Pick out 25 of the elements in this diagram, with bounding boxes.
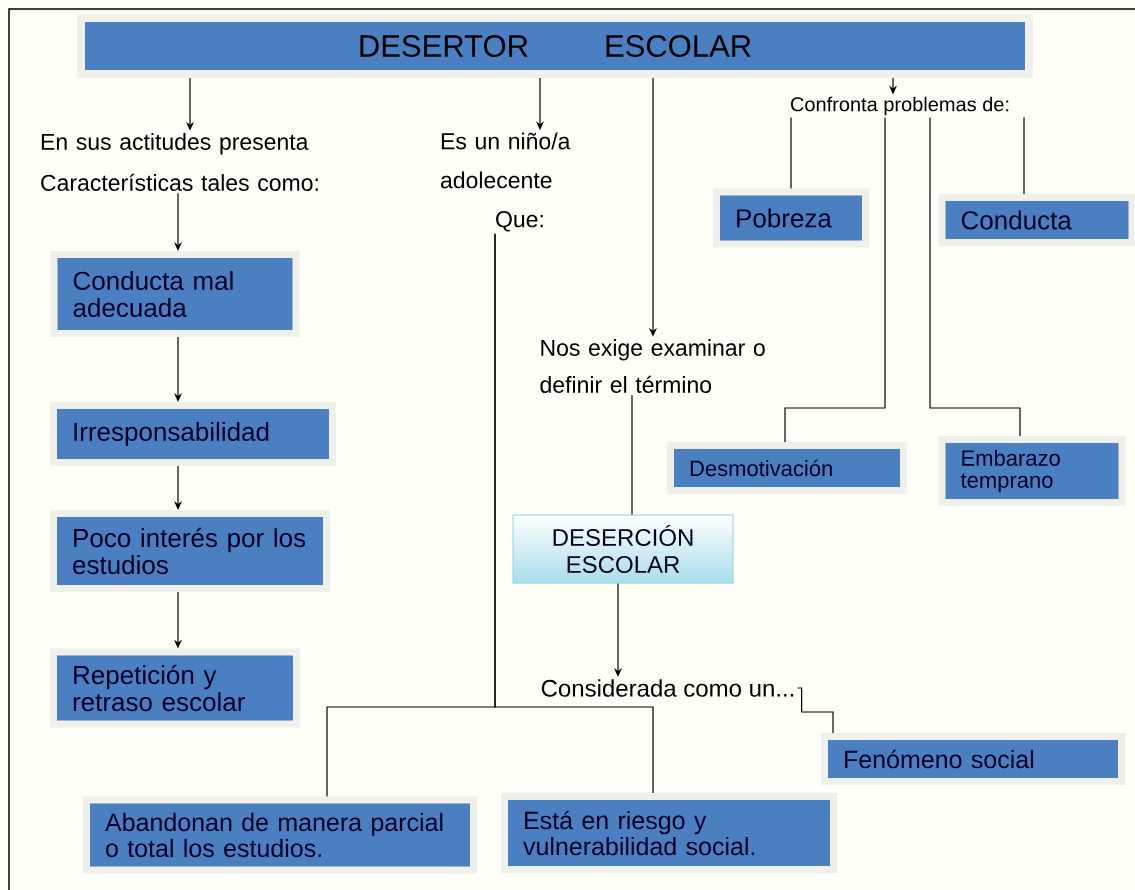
concept-box: Pobreza (713, 188, 869, 248)
connector (494, 233, 654, 794)
concept-box: DESERCIÓN ESCOLAR (512, 514, 734, 584)
concept-box: Conducta (938, 194, 1135, 246)
bare-text: Confronta problemas de: (790, 96, 1009, 116)
concept-box: Abandonan de manera parcial o total los estudios. (83, 796, 477, 874)
connector (790, 116, 792, 190)
bare-text: Nos exige examinar o definir el término (540, 339, 765, 393)
concept-box: Repetición y retraso escolar (50, 648, 300, 728)
connector (784, 116, 886, 443)
concept-box: Fenómeno social (821, 733, 1125, 785)
concept-box: Irresponsabilidad (50, 402, 336, 466)
connector (797, 687, 834, 734)
concept-box: Embarazo temprano (938, 436, 1126, 506)
connector (929, 116, 1021, 437)
title-box: DESERTOR ESCOLAR (77, 14, 1033, 78)
bare-text: Considerada como un... (541, 679, 794, 697)
connector (631, 394, 633, 516)
concept-box: Desmotivación (667, 442, 907, 494)
concept-box: Está en riesgo y vulnerabilidad social. (501, 793, 837, 873)
bare-text: Es un niño/a adolecente Que: (441, 132, 571, 232)
bare-text: En sus actitudes presenta Características tales como: (41, 133, 318, 191)
connector (1023, 116, 1025, 195)
concept-box: Conducta mal adecuada (50, 251, 300, 337)
concept-box: Poco interés por los estudios (50, 510, 330, 592)
